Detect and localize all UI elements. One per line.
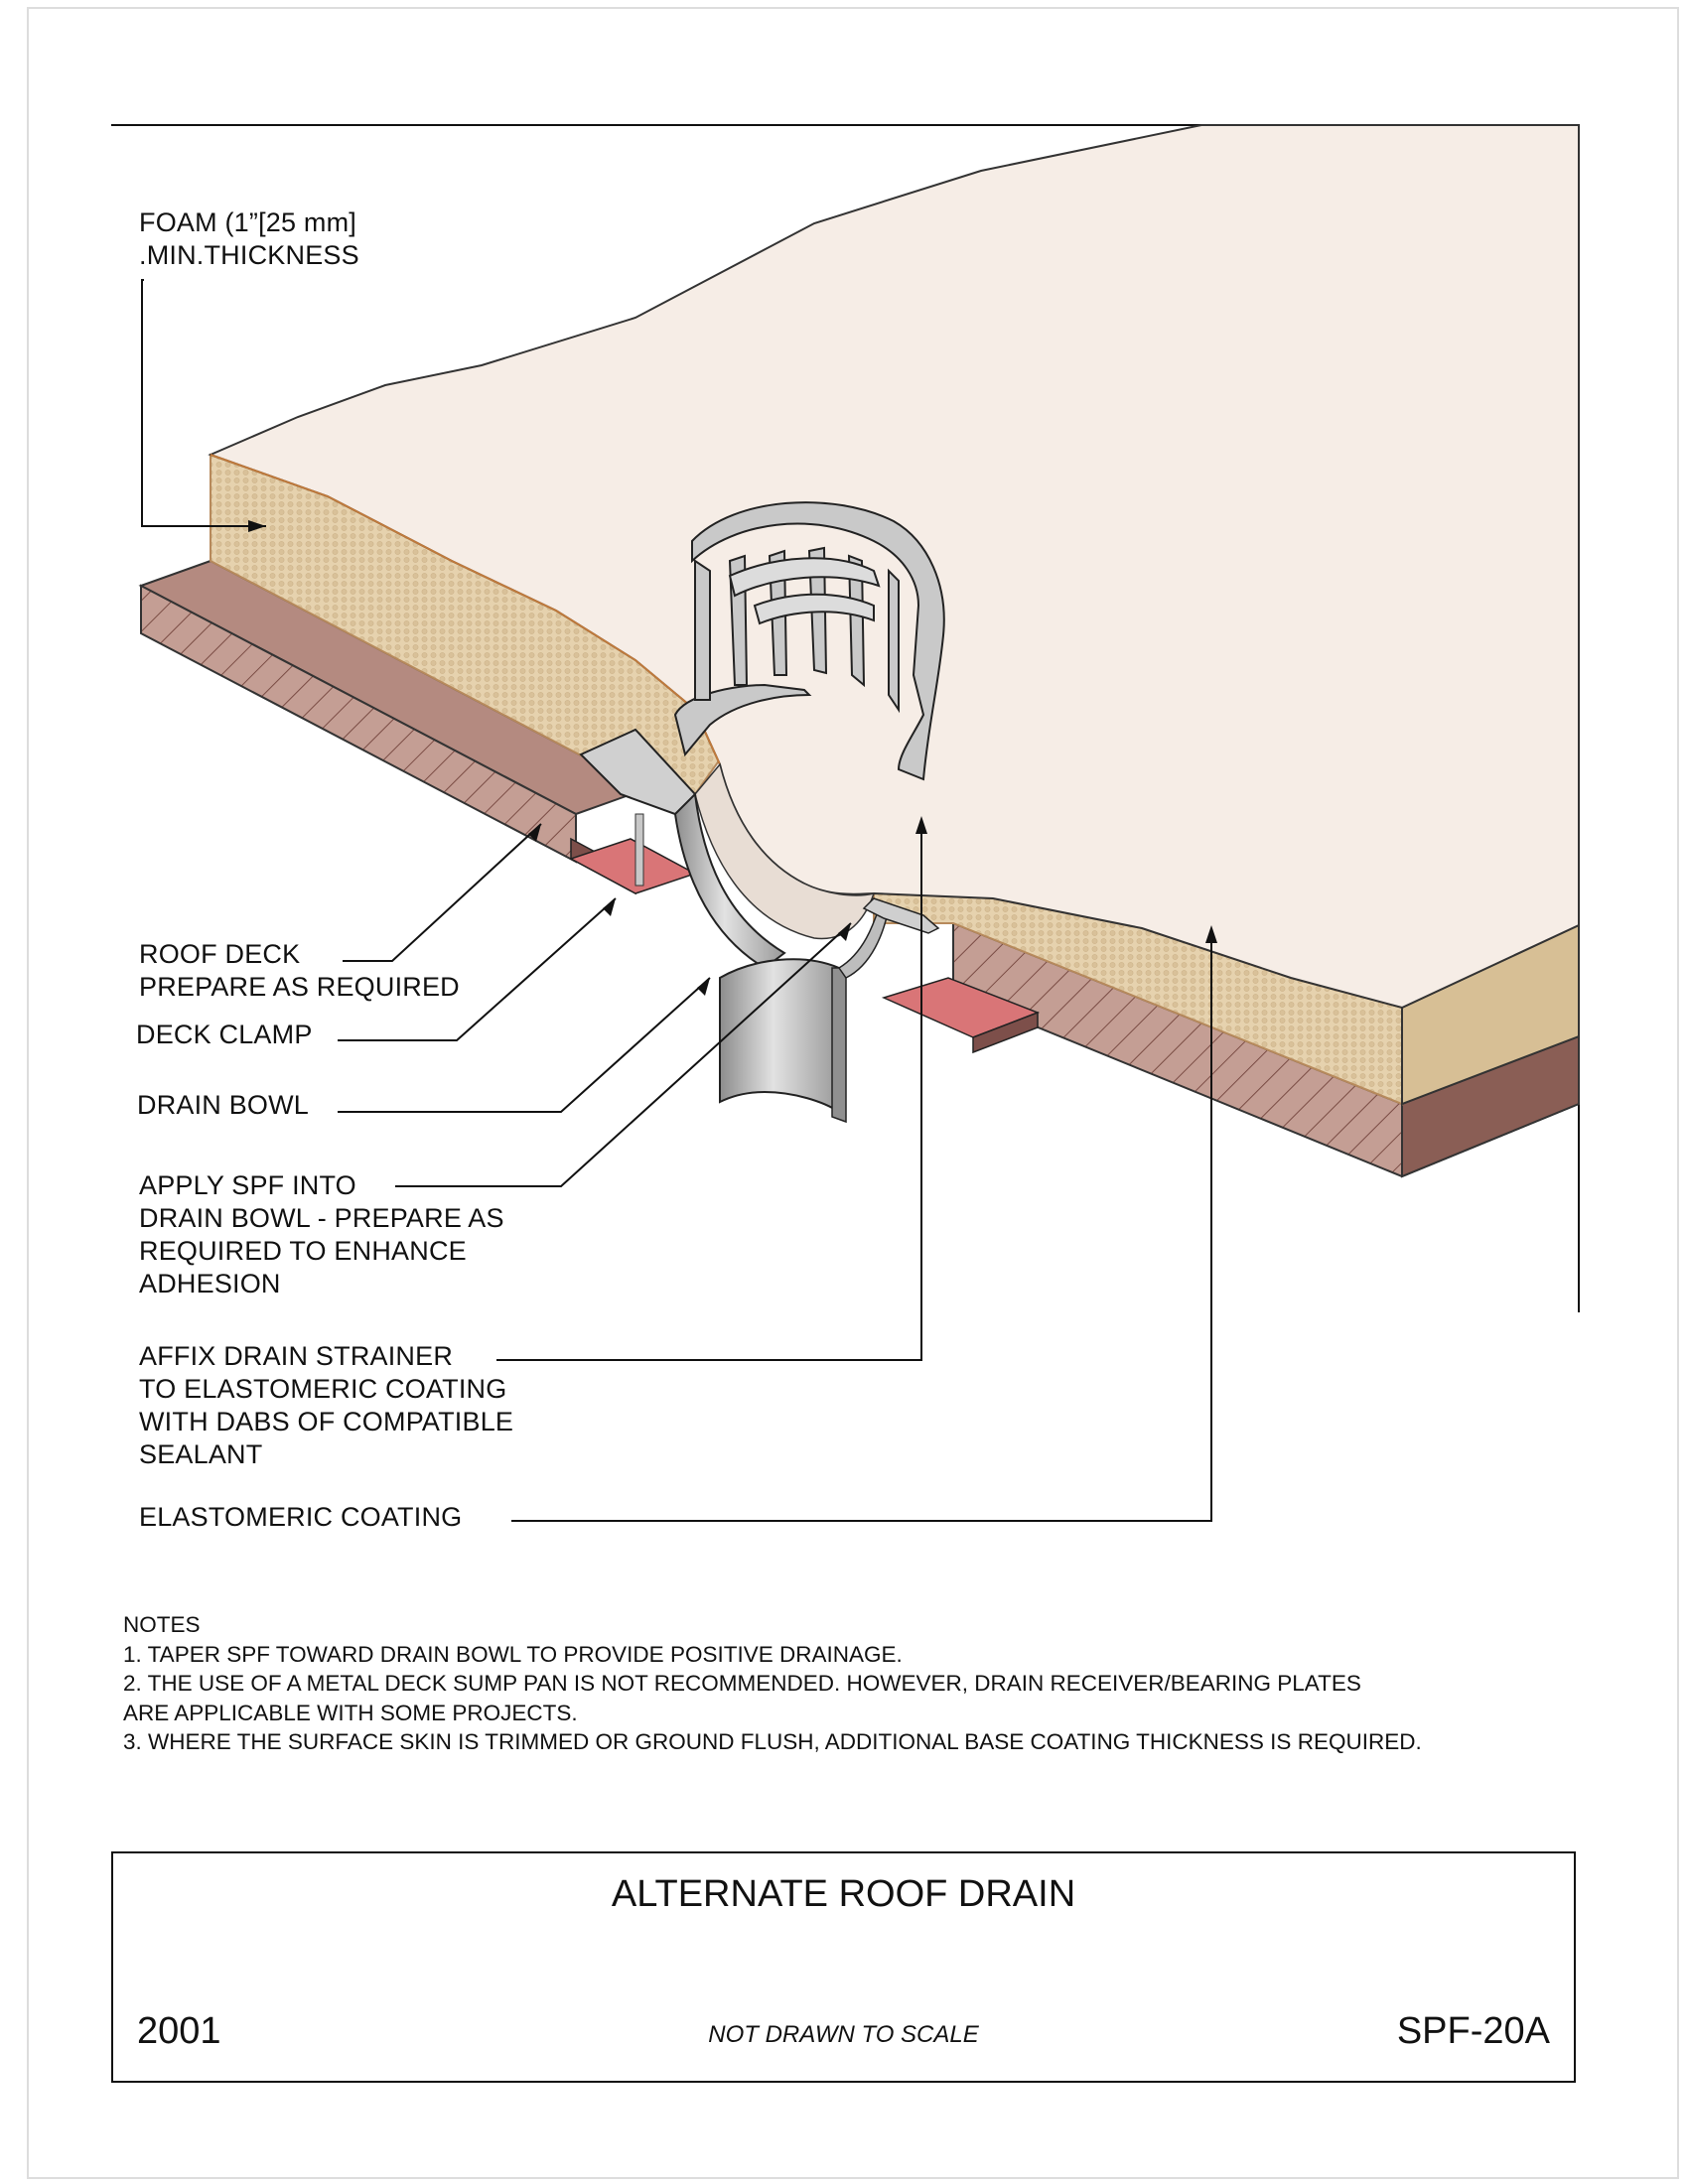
note-line: ARE APPLICABLE WITH SOME PROJECTS. bbox=[123, 1700, 578, 1725]
drain-opening bbox=[694, 762, 876, 940]
drawing-title: ALTERNATE ROOF DRAIN bbox=[611, 1873, 1076, 1915]
label-drain-bowl: DRAIN BOWL bbox=[137, 1090, 310, 1120]
note-line: 1. TAPER SPF TOWARD DRAIN BOWL TO PROVID… bbox=[123, 1641, 903, 1667]
note-line: 3. WHERE THE SURFACE SKIN IS TRIMMED OR … bbox=[123, 1729, 1422, 1754]
notes-heading: NOTES bbox=[123, 1612, 201, 1637]
sheet-border bbox=[27, 7, 1679, 2179]
notes-block: NOTES 1. TAPER SPF TOWARD DRAIN BOWL TO … bbox=[123, 1610, 1422, 1757]
title-block: ALTERNATE ROOF DRAIN 2001 NOT DRAWN TO S… bbox=[111, 1851, 1576, 2083]
drain-bowl bbox=[579, 728, 940, 1124]
leader-arrowheads bbox=[248, 520, 1217, 996]
label-foam: FOAM (1”[25 mm] .MIN.THICKNESS bbox=[139, 207, 359, 270]
leader-lines bbox=[141, 279, 1212, 1522]
drain-strainer bbox=[673, 501, 945, 781]
label-roof-deck: ROOF DECK PREPARE AS REQUIRED bbox=[139, 939, 460, 1002]
drawing-code: SPF-20A bbox=[1396, 2010, 1550, 2052]
scale-note: NOT DRAWN TO SCALE bbox=[708, 2021, 979, 2048]
label-deck-clamp: DECK CLAMP bbox=[136, 1020, 313, 1049]
note-line: 2. THE USE OF A METAL DECK SUMP PAN IS N… bbox=[123, 1671, 1361, 1696]
label-apply-spf: APPLY SPF INTO DRAIN BOWL - PREPARE AS R… bbox=[139, 1170, 504, 1298]
label-affix-strainer: AFFIX DRAIN STRAINER TO ELASTOMERIC COAT… bbox=[139, 1341, 514, 1469]
roof-deck-left bbox=[138, 559, 648, 864]
deck-clamp-left bbox=[569, 813, 697, 895]
label-elastomeric-coating: ELASTOMERIC COATING bbox=[139, 1502, 463, 1532]
drawing-year: 2001 bbox=[137, 2010, 221, 2052]
